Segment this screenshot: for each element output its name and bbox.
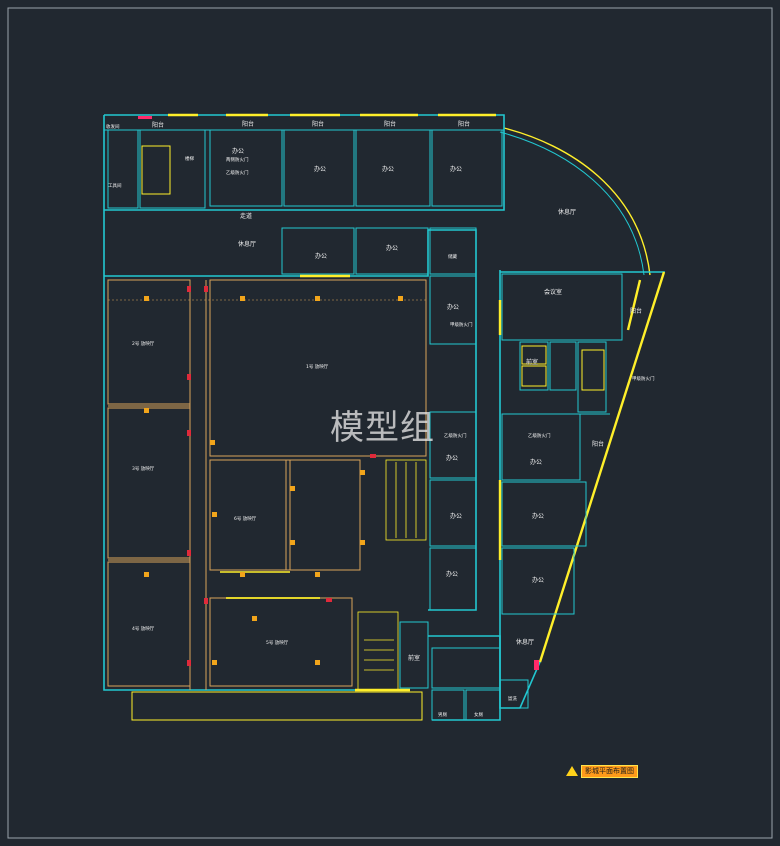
label-office-7-note: 甲级防火门 [450, 321, 473, 328]
label-corridor: 走道 [240, 212, 252, 220]
warning-triangle-icon [566, 766, 578, 776]
office-row-top [104, 129, 504, 209]
label-balcony-1: 阳台 [152, 121, 164, 129]
label-office-8: 办公 [446, 454, 458, 462]
fire-doors [187, 286, 376, 666]
label-office-7: 办公 [447, 303, 459, 311]
room-labels: 收发间 阳台 阳台 阳台 阳台 阳台 办公 两侧防火门 乙级防火门 办公 办公 … [106, 120, 655, 718]
label-office-12: 办公 [446, 570, 458, 578]
label-hall-3: 3号 放映厅 [132, 465, 155, 472]
label-front-room: 前室 [526, 358, 538, 366]
curved-canopy [503, 127, 651, 276]
label-hall-6: 6号 放映厅 [234, 515, 257, 522]
middle-offices [429, 411, 477, 611]
curved-canopy-inner [499, 131, 645, 276]
label-office-6: 办公 [386, 244, 398, 252]
windows [168, 113, 666, 692]
label-balcony-2: 阳台 [242, 120, 254, 128]
label-office-1-note2: 乙级防火门 [226, 169, 249, 176]
label-balcony-7: 阳台 [592, 440, 604, 448]
label-office-9: 办公 [530, 458, 542, 466]
label-office-8-note: 乙级防火门 [444, 432, 467, 439]
accent-mark-2 [534, 660, 539, 670]
label-tool-room: 工具间 [108, 182, 122, 189]
label-small-room: 储藏 [448, 253, 457, 260]
label-storage-top: 收发间 [106, 123, 120, 130]
columns [144, 296, 403, 665]
label-hall-4: 4号 放映厅 [132, 625, 155, 632]
label-meeting: 会议室 [544, 288, 562, 296]
label-office-3: 办公 [382, 165, 394, 173]
label-balcony-4: 阳台 [384, 120, 396, 128]
label-office-1: 办公 [232, 147, 244, 155]
label-balcony-5: 阳台 [458, 120, 470, 128]
escalator [357, 459, 427, 691]
label-office-5: 办公 [315, 252, 327, 260]
label-wash: 盥洗 [508, 695, 517, 702]
label-office-1-note1: 两侧防火门 [226, 156, 249, 163]
office-row-second [281, 227, 477, 345]
label-stair: 楼梯 [185, 155, 194, 162]
label-toilet-male: 男厕 [438, 712, 447, 718]
label-office-4: 办公 [450, 165, 462, 173]
label-office-13: 办公 [532, 576, 544, 584]
accent-mark [138, 116, 152, 119]
drawing-frame [7, 7, 773, 839]
bottom-service [131, 621, 529, 721]
label-hall-5: 5号 放映厅 [266, 639, 289, 646]
label-office-11: 办公 [532, 512, 544, 520]
label-hall-2: 2号 放映厅 [132, 340, 155, 347]
title-block: 影城平面布置图 [566, 764, 638, 778]
label-fire-door-note: 甲级防火门 [632, 375, 655, 382]
label-balcony-3: 阳台 [312, 120, 324, 128]
label-office-10: 办公 [450, 512, 462, 520]
label-hall-1: 1号 放映厅 [306, 363, 329, 370]
label-rest-hall: 休息厅 [238, 240, 256, 248]
label-office-9-note: 乙级防火门 [528, 432, 551, 439]
label-rest-hall-bottom: 休息厅 [516, 638, 534, 646]
label-toilet-female: 女厕 [474, 711, 483, 718]
label-rest-hall-right: 休息厅 [558, 208, 576, 216]
label-balcony-6: 阳台 [630, 307, 642, 315]
cinema-halls [107, 279, 427, 690]
label-office-2: 办公 [314, 165, 326, 173]
right-block [501, 273, 623, 615]
label-front-room-2: 前室 [408, 654, 420, 662]
drawing-title: 影城平面布置图 [581, 764, 638, 778]
